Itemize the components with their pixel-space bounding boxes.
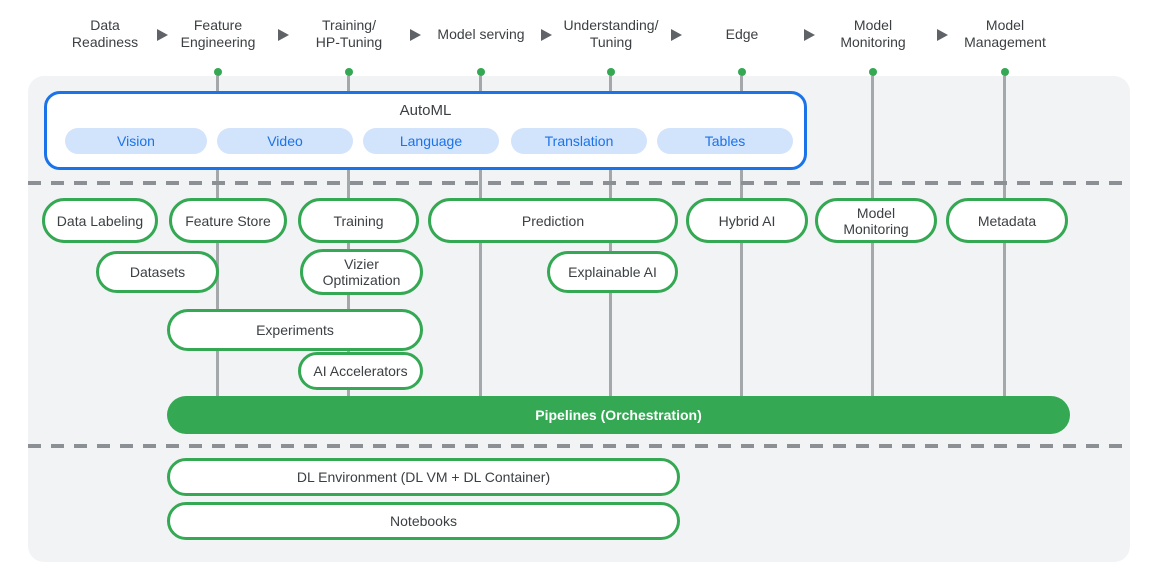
stage-label: Model Monitoring — [840, 17, 906, 50]
arrow-right-icon — [671, 29, 682, 41]
service-pill-data-labeling: Data Labeling — [42, 198, 158, 243]
pipelines-bar: Pipelines (Orchestration) — [167, 396, 1070, 434]
connector-dot-icon — [869, 68, 877, 76]
automl-pill-label: Tables — [704, 133, 746, 149]
service-pill-label: Training — [333, 212, 384, 229]
service-pill-hybrid-ai: Hybrid AI — [686, 198, 808, 243]
foundation-pill-dl-environment: DL Environment (DL VM + DL Container) — [167, 458, 680, 496]
connector-dot-icon — [477, 68, 485, 76]
service-pill-datasets: Datasets — [96, 251, 219, 293]
arrow-right-icon — [410, 29, 421, 41]
service-pill-metadata: Metadata — [946, 198, 1068, 243]
automl-pill-tables: Tables — [657, 128, 793, 154]
stage-label: Edge — [725, 25, 759, 42]
stage-understanding-tuning: Understanding/ Tuning — [551, 13, 671, 55]
stage-model-serving: Model serving — [421, 13, 541, 55]
connector-dot-icon — [607, 68, 615, 76]
stage-data-readiness: Data Readiness — [45, 13, 165, 55]
service-pill-label: Datasets — [129, 264, 186, 280]
service-pill-feature-store: Feature Store — [169, 198, 287, 243]
automl-pill-label: Video — [267, 133, 303, 149]
stage-training-hp-tuning: Training/ HP-Tuning — [289, 13, 409, 55]
service-pill-ai-accelerators: AI Accelerators — [298, 352, 423, 390]
foundation-pill-label: Notebooks — [390, 513, 457, 529]
stage-label: Training/ HP-Tuning — [315, 17, 383, 50]
connector-dot-icon — [1001, 68, 1009, 76]
service-pill-label: Hybrid AI — [718, 212, 776, 229]
connector-dot-icon — [214, 68, 222, 76]
automl-pill-label: Vision — [117, 133, 155, 149]
stage-feature-engineering: Feature Engineering — [158, 13, 278, 55]
service-pill-label: Data Labeling — [56, 212, 144, 229]
service-pill-label: Prediction — [521, 212, 585, 229]
connector-dot-icon — [738, 68, 746, 76]
automl-pill-label: Translation — [544, 133, 614, 149]
service-pill-label: Metadata — [977, 212, 1037, 229]
arrow-right-icon — [804, 29, 815, 41]
service-pill-training: Training — [298, 198, 419, 243]
stage-edge: Edge — [682, 13, 802, 55]
service-pill-explainable-ai: Explainable AI — [547, 251, 678, 293]
pipelines-bar-label: Pipelines (Orchestration) — [535, 407, 702, 423]
foundation-pill-label: DL Environment (DL VM + DL Container) — [296, 469, 551, 485]
service-pill-label: Experiments — [256, 322, 334, 338]
service-pill-prediction: Prediction — [428, 198, 678, 243]
service-pill-label: Model Monitoring — [843, 204, 909, 237]
arrow-right-icon — [157, 29, 168, 41]
arrow-right-icon — [541, 29, 552, 41]
automl-pill-translation: Translation — [511, 128, 647, 154]
service-pill-vizier-optimization: Vizier Optimization — [300, 249, 423, 295]
stage-model-management: Model Management — [945, 13, 1065, 55]
layer-divider-bottom — [28, 444, 1130, 448]
stage-label: Model Management — [964, 17, 1046, 50]
foundation-pill-notebooks: Notebooks — [167, 502, 680, 540]
automl-box: AutoML Vision Video Language Translation… — [44, 91, 807, 170]
connector-dot-icon — [345, 68, 353, 76]
arrow-right-icon — [937, 29, 948, 41]
service-pill-label: Vizier Optimization — [322, 256, 401, 288]
service-pill-model-monitoring: Model Monitoring — [815, 198, 937, 243]
automl-pill-label: Language — [399, 133, 463, 149]
automl-pill-vision: Vision — [65, 128, 207, 154]
automl-pill-language: Language — [363, 128, 499, 154]
automl-pill-video: Video — [217, 128, 353, 154]
service-pill-label: AI Accelerators — [313, 363, 408, 379]
stage-label: Data Readiness — [71, 17, 139, 50]
service-pill-label: Explainable AI — [568, 264, 657, 280]
stage-label: Understanding/ Tuning — [563, 17, 659, 50]
layer-divider-top — [28, 181, 1130, 185]
automl-title: AutoML — [399, 102, 452, 119]
stage-label: Feature Engineering — [180, 17, 256, 50]
service-pill-experiments: Experiments — [167, 309, 423, 351]
stage-model-monitoring: Model Monitoring — [813, 13, 933, 55]
arrow-right-icon — [278, 29, 289, 41]
service-pill-label: Feature Store — [185, 212, 271, 229]
stage-label: Model serving — [437, 25, 525, 42]
